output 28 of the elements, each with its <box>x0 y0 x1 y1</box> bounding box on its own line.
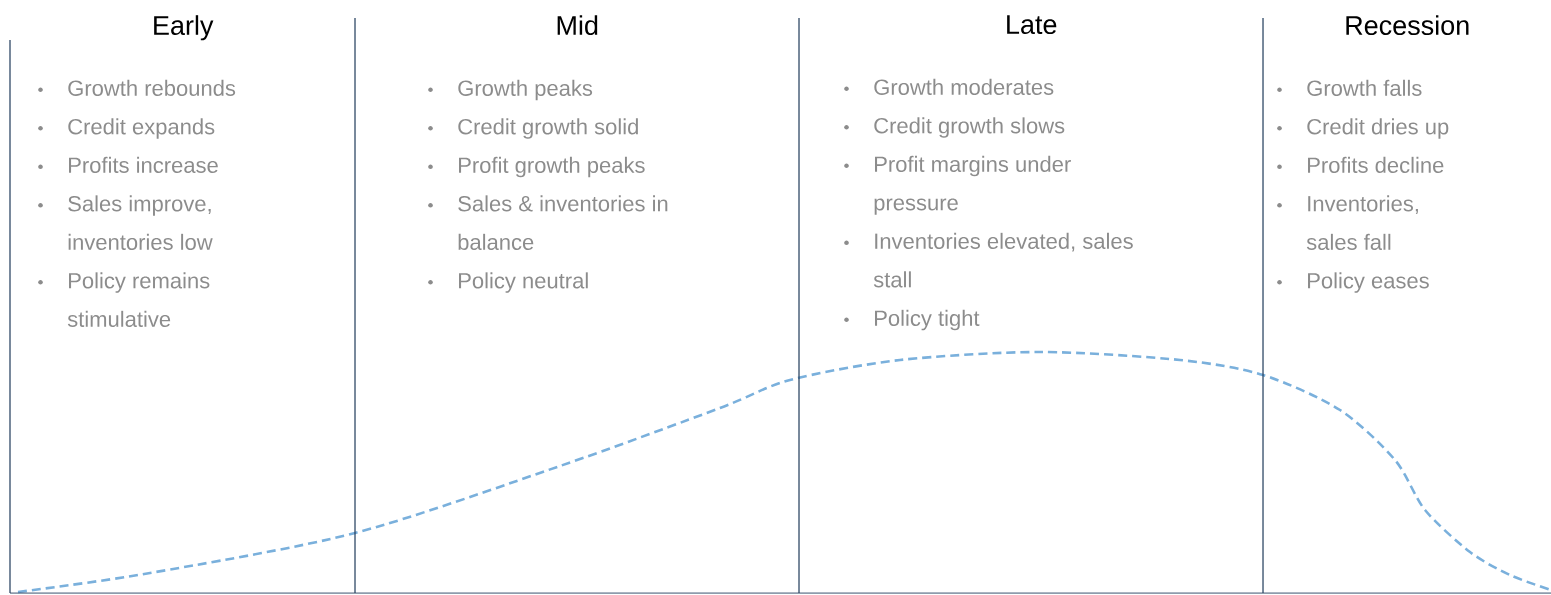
bullet-item: Sales improve, inventories low <box>38 195 213 250</box>
bullet-item: Growth moderates <box>844 78 1054 95</box>
phase-column <box>844 15 1133 331</box>
bullet-item: Credit dries up <box>1277 118 1449 139</box>
bullet-item: Credit growth solid <box>428 118 638 139</box>
bullet-item: Growth falls <box>1277 79 1422 96</box>
phase-heading: Late <box>1007 15 1057 35</box>
phase-heading: Early <box>154 15 214 41</box>
phase-column <box>428 15 668 293</box>
bullet-item: Profits increase <box>38 156 218 173</box>
phase-column <box>1277 15 1469 293</box>
bullet-item: Policy remains stimulative <box>38 272 210 327</box>
bullet-item: Policy eases <box>1277 272 1429 293</box>
bullet-item: Inventories, sales fall <box>1277 195 1418 250</box>
bullet-item: Sales & inventories in balance <box>428 195 668 250</box>
bullet-item: Policy neutral <box>428 272 588 293</box>
phase-heading: Recession <box>1346 15 1469 36</box>
bullet-item: Profits decline <box>1277 156 1444 173</box>
bullet-item: Profit margins under pressure <box>844 155 1071 215</box>
bullet-item: Credit growth slows <box>844 117 1065 138</box>
phase-heading: Mid <box>557 15 598 36</box>
bullet-item: Growth peaks <box>428 79 593 101</box>
bullet-item: Growth rebounds <box>38 79 236 96</box>
bullet-item: Profit growth peaks <box>428 156 645 178</box>
bullet-item: Inventories elevated, sales stall <box>844 232 1133 288</box>
phase-column <box>38 15 236 327</box>
bullet-item: Credit expands <box>38 118 215 139</box>
bullet-item: Policy tight <box>844 309 980 331</box>
